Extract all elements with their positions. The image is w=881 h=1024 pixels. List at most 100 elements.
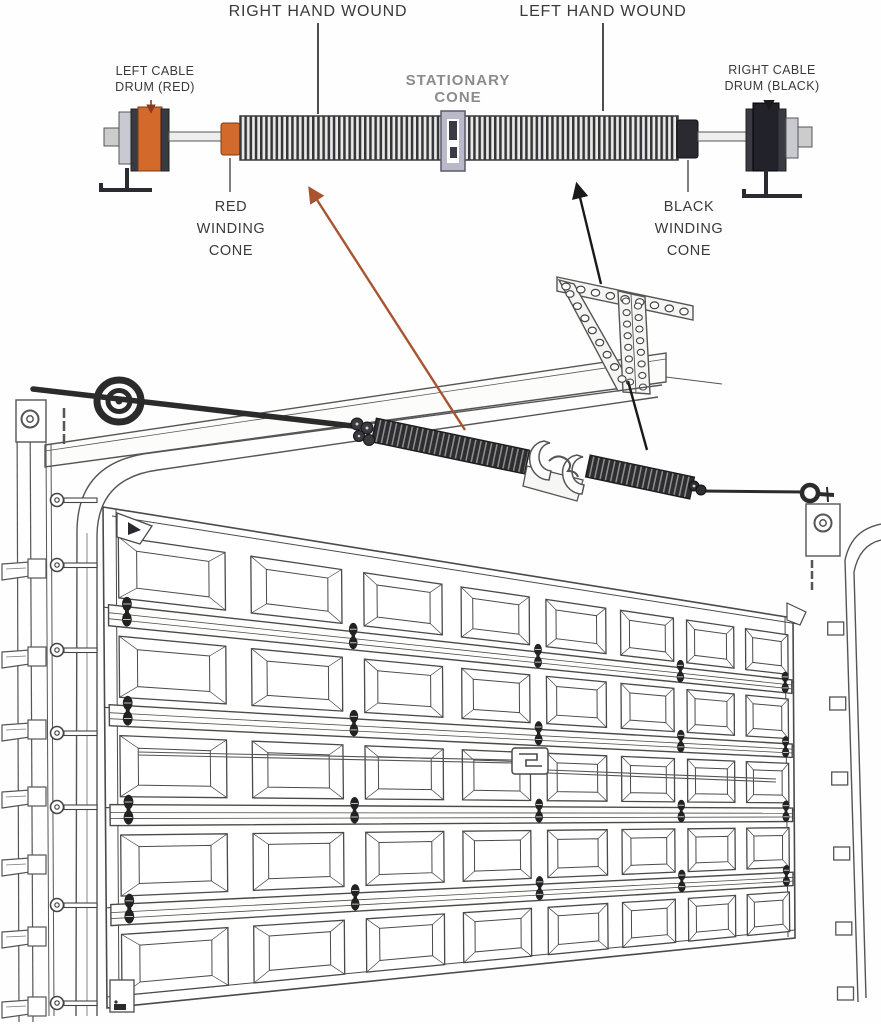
label-stationary-cone: STATIONARY CONE bbox=[405, 72, 511, 106]
door-panel bbox=[621, 828, 676, 876]
door-panel bbox=[253, 919, 346, 984]
roller-stem bbox=[49, 799, 98, 815]
door-torsion-spring bbox=[350, 417, 835, 504]
door-panel bbox=[363, 658, 444, 718]
door-panel bbox=[365, 913, 446, 973]
door-hinge bbox=[124, 893, 135, 924]
torsion-shaft-assembly bbox=[99, 102, 813, 198]
label-right-hand-wound: RIGHT HAND WOUND bbox=[228, 3, 408, 20]
door-panel bbox=[547, 902, 609, 956]
jamb-clip-bracket bbox=[1, 854, 47, 877]
track-mount-tab bbox=[835, 921, 853, 936]
roller-stem bbox=[49, 492, 98, 508]
track-mount-tab bbox=[829, 696, 847, 711]
left-flag-bracket bbox=[15, 399, 66, 444]
right-end-bearing-plate bbox=[785, 117, 799, 159]
garage-door bbox=[102, 506, 807, 1013]
door-panel bbox=[687, 827, 736, 873]
door-hinge bbox=[123, 794, 134, 825]
door-hinge bbox=[781, 671, 789, 694]
black-pointer-arrow bbox=[572, 181, 649, 451]
door-hinge bbox=[350, 884, 360, 911]
door-hinge bbox=[782, 736, 790, 758]
jamb-clip-bracket bbox=[1, 719, 47, 742]
door-panel bbox=[746, 891, 791, 937]
left-jamb-angle bbox=[16, 399, 55, 1023]
shaft-end-bearing bbox=[799, 482, 835, 504]
right-track-tabs bbox=[827, 621, 855, 1001]
red-winding-cone-part bbox=[220, 122, 241, 156]
door-section-strut bbox=[105, 803, 795, 827]
door-hinge bbox=[350, 797, 359, 824]
right-cable-drum bbox=[745, 102, 787, 172]
black-winding-cone-part bbox=[676, 119, 699, 159]
door-panel bbox=[621, 898, 677, 949]
door-hinge bbox=[676, 659, 685, 683]
cable-drum-pulley bbox=[93, 376, 145, 426]
door-panel bbox=[545, 598, 607, 655]
red-pointer-arrow bbox=[308, 186, 467, 431]
top-right-roller-bracket bbox=[786, 602, 807, 626]
door-torsion-shaft bbox=[30, 386, 807, 494]
door-panel bbox=[120, 833, 229, 897]
door-lock bbox=[137, 747, 777, 783]
door-panel bbox=[746, 827, 790, 870]
track-mount-tab bbox=[831, 771, 849, 786]
door-panel bbox=[546, 752, 608, 802]
jamb-clip-bracket bbox=[1, 646, 47, 669]
left-cable-drum bbox=[130, 106, 170, 172]
label-red-winding-cone: RED WINDING CONE bbox=[196, 199, 266, 259]
right-track bbox=[844, 523, 881, 1003]
track-mount-tab bbox=[833, 846, 851, 861]
door-panel bbox=[251, 740, 345, 800]
door-panel bbox=[545, 675, 608, 729]
door-hinge bbox=[535, 876, 544, 900]
door-panel bbox=[364, 745, 445, 801]
door-panel bbox=[620, 682, 675, 733]
jamb-clip-bracket bbox=[1, 926, 47, 949]
door-panel bbox=[117, 536, 227, 611]
door-panel bbox=[462, 907, 533, 964]
track-mount-tab bbox=[836, 986, 855, 1001]
roller-stem bbox=[49, 897, 98, 913]
roller-stem bbox=[49, 642, 98, 658]
door-hinge bbox=[534, 643, 542, 668]
label-right-cable-drum: RIGHT CABLE DRUM (BLACK) bbox=[724, 63, 820, 93]
right-shaft-stub bbox=[797, 126, 813, 148]
roller-stem bbox=[49, 995, 98, 1011]
right-flag-bracket bbox=[805, 503, 841, 590]
door-winding-cone bbox=[350, 417, 375, 446]
jamb-clip-bracket bbox=[1, 996, 47, 1019]
door-panel bbox=[686, 688, 736, 736]
door-panel bbox=[745, 760, 790, 804]
perforated-spring-anchor-bracket bbox=[556, 276, 694, 395]
door-panel bbox=[546, 829, 609, 879]
shaft-left-section bbox=[168, 131, 222, 142]
leader-lines bbox=[146, 23, 775, 192]
door-panel bbox=[745, 694, 790, 740]
left-shaft-stub bbox=[103, 127, 121, 147]
door-panel bbox=[460, 586, 531, 646]
door-panel bbox=[252, 831, 345, 892]
door-hinge bbox=[782, 800, 790, 822]
door-panel bbox=[620, 755, 676, 803]
shaft-right-section bbox=[697, 131, 749, 142]
spring-center-bracket bbox=[522, 440, 585, 502]
door-panel bbox=[119, 734, 228, 799]
left-track-brackets bbox=[1, 558, 47, 1019]
door-hinge bbox=[677, 799, 685, 823]
roller-stem bbox=[49, 557, 98, 573]
label-black-winding-cone: BLACK WINDING CONE bbox=[654, 199, 724, 259]
right-mounting-bracket bbox=[742, 170, 802, 198]
jamb-clip-bracket bbox=[1, 558, 47, 581]
door-hinge bbox=[782, 865, 790, 887]
left-vertical-track bbox=[75, 384, 663, 1017]
door-panel bbox=[118, 635, 227, 705]
track-mount-tab bbox=[827, 621, 845, 636]
door-panel bbox=[250, 555, 343, 625]
door-panel bbox=[744, 627, 789, 676]
door-hinge bbox=[535, 798, 543, 823]
door-hinge bbox=[122, 596, 132, 627]
door-hinge bbox=[678, 869, 686, 893]
